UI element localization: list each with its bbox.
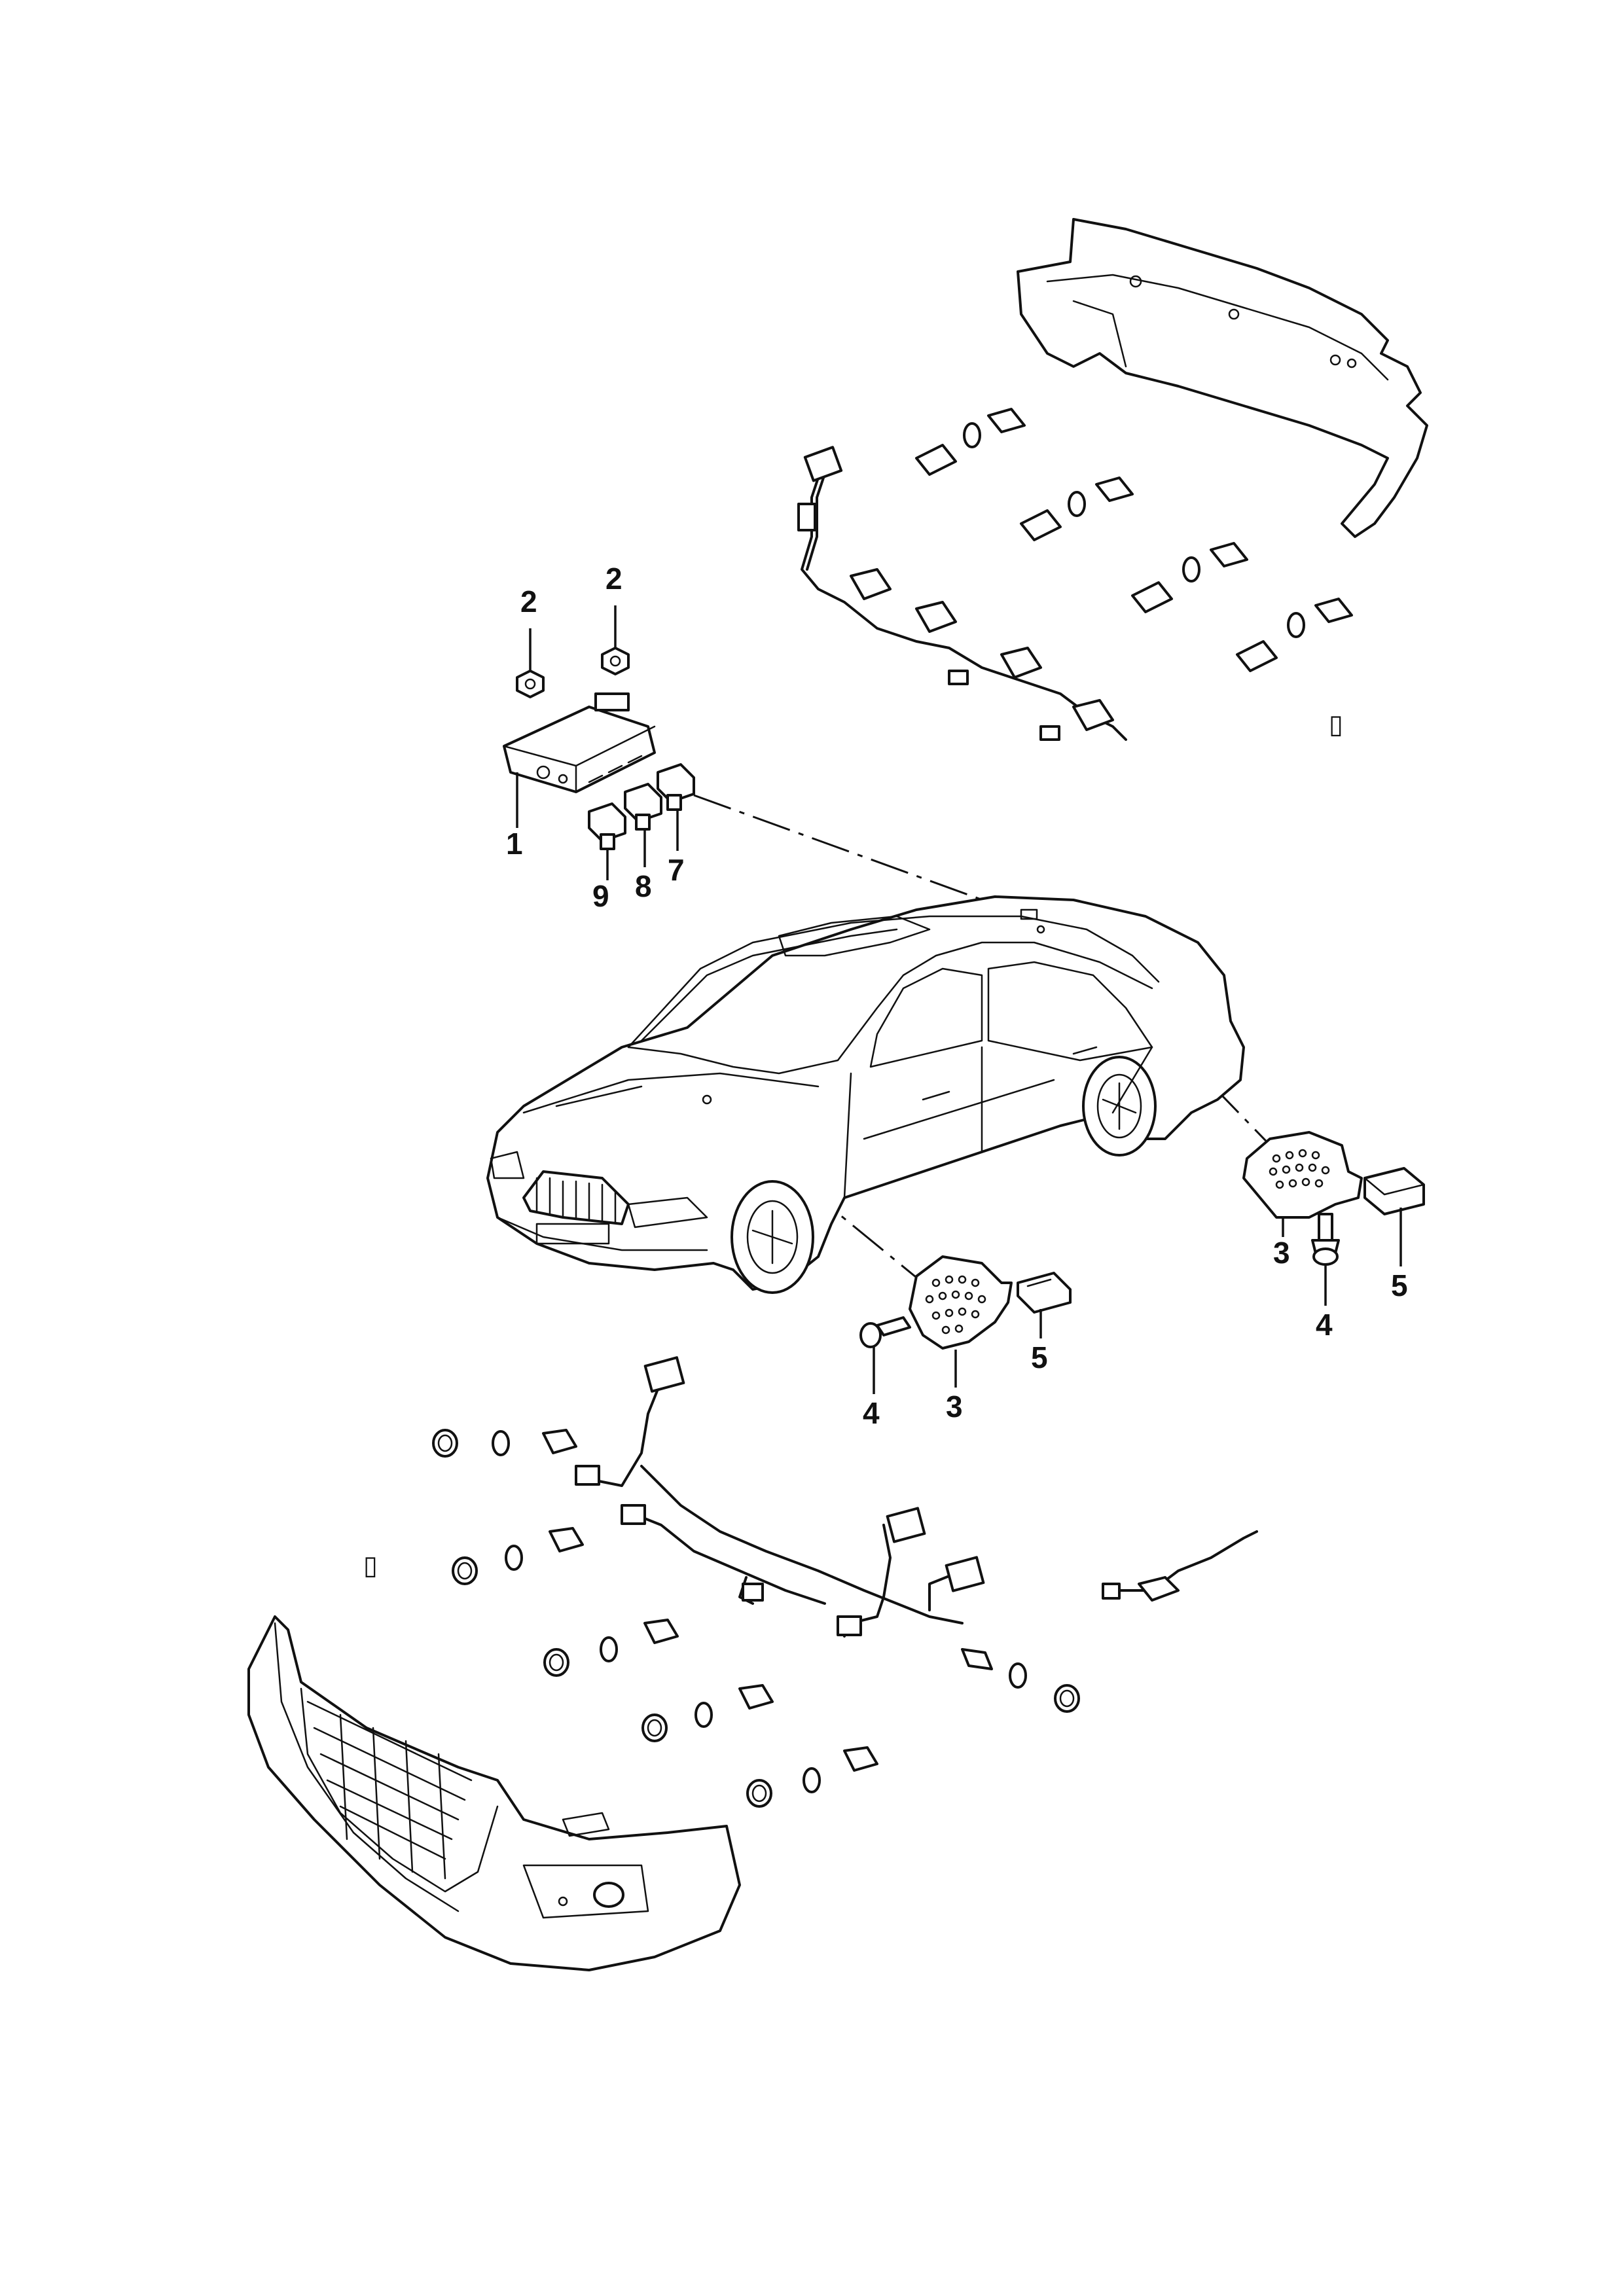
callout-3-left: 3 [946,1390,963,1424]
nut [516,670,545,698]
callout-4-left: 4 [863,1396,880,1430]
callout-5-right: 5 [1391,1268,1408,1302]
callout-8: 8 [635,869,652,903]
callout-9: 9 [592,879,609,913]
rear-parking-sensors [915,408,1353,672]
bolt-rear [1311,1213,1340,1266]
warning-buzzer-rear [1242,1131,1363,1219]
callout-2b: 2 [605,562,623,596]
callout-1: 1 [506,827,523,861]
vehicle-outline [486,895,1245,1294]
callout-3-right: 3 [1273,1236,1290,1270]
connector-9 [588,802,626,850]
connector-7 [657,763,695,811]
front-parking-sensors [432,1429,1080,1808]
callout-7: 7 [668,853,685,887]
nut [601,647,630,675]
bracket-front [1017,1272,1072,1314]
callout-4-right: 4 [1316,1308,1333,1342]
bracket-rear [1363,1167,1425,1215]
front-section-marker: ▯ [363,1551,378,1581]
rear-bumper [1017,218,1428,538]
warning-buzzer-front [909,1255,1013,1350]
front-parking-sensor-harness [575,1356,985,1638]
connector-8 [624,783,662,831]
bolt-front [859,1316,911,1348]
rear-parking-sensor-harness [797,446,1127,741]
rear-section-marker: ▯ [1329,709,1343,740]
parking-aid-control-unit [503,692,656,793]
front-bumper [247,1615,741,1971]
callout-5-left: 5 [1031,1340,1048,1374]
callout-2a: 2 [520,584,537,619]
cable-tie [1102,1530,1258,1602]
